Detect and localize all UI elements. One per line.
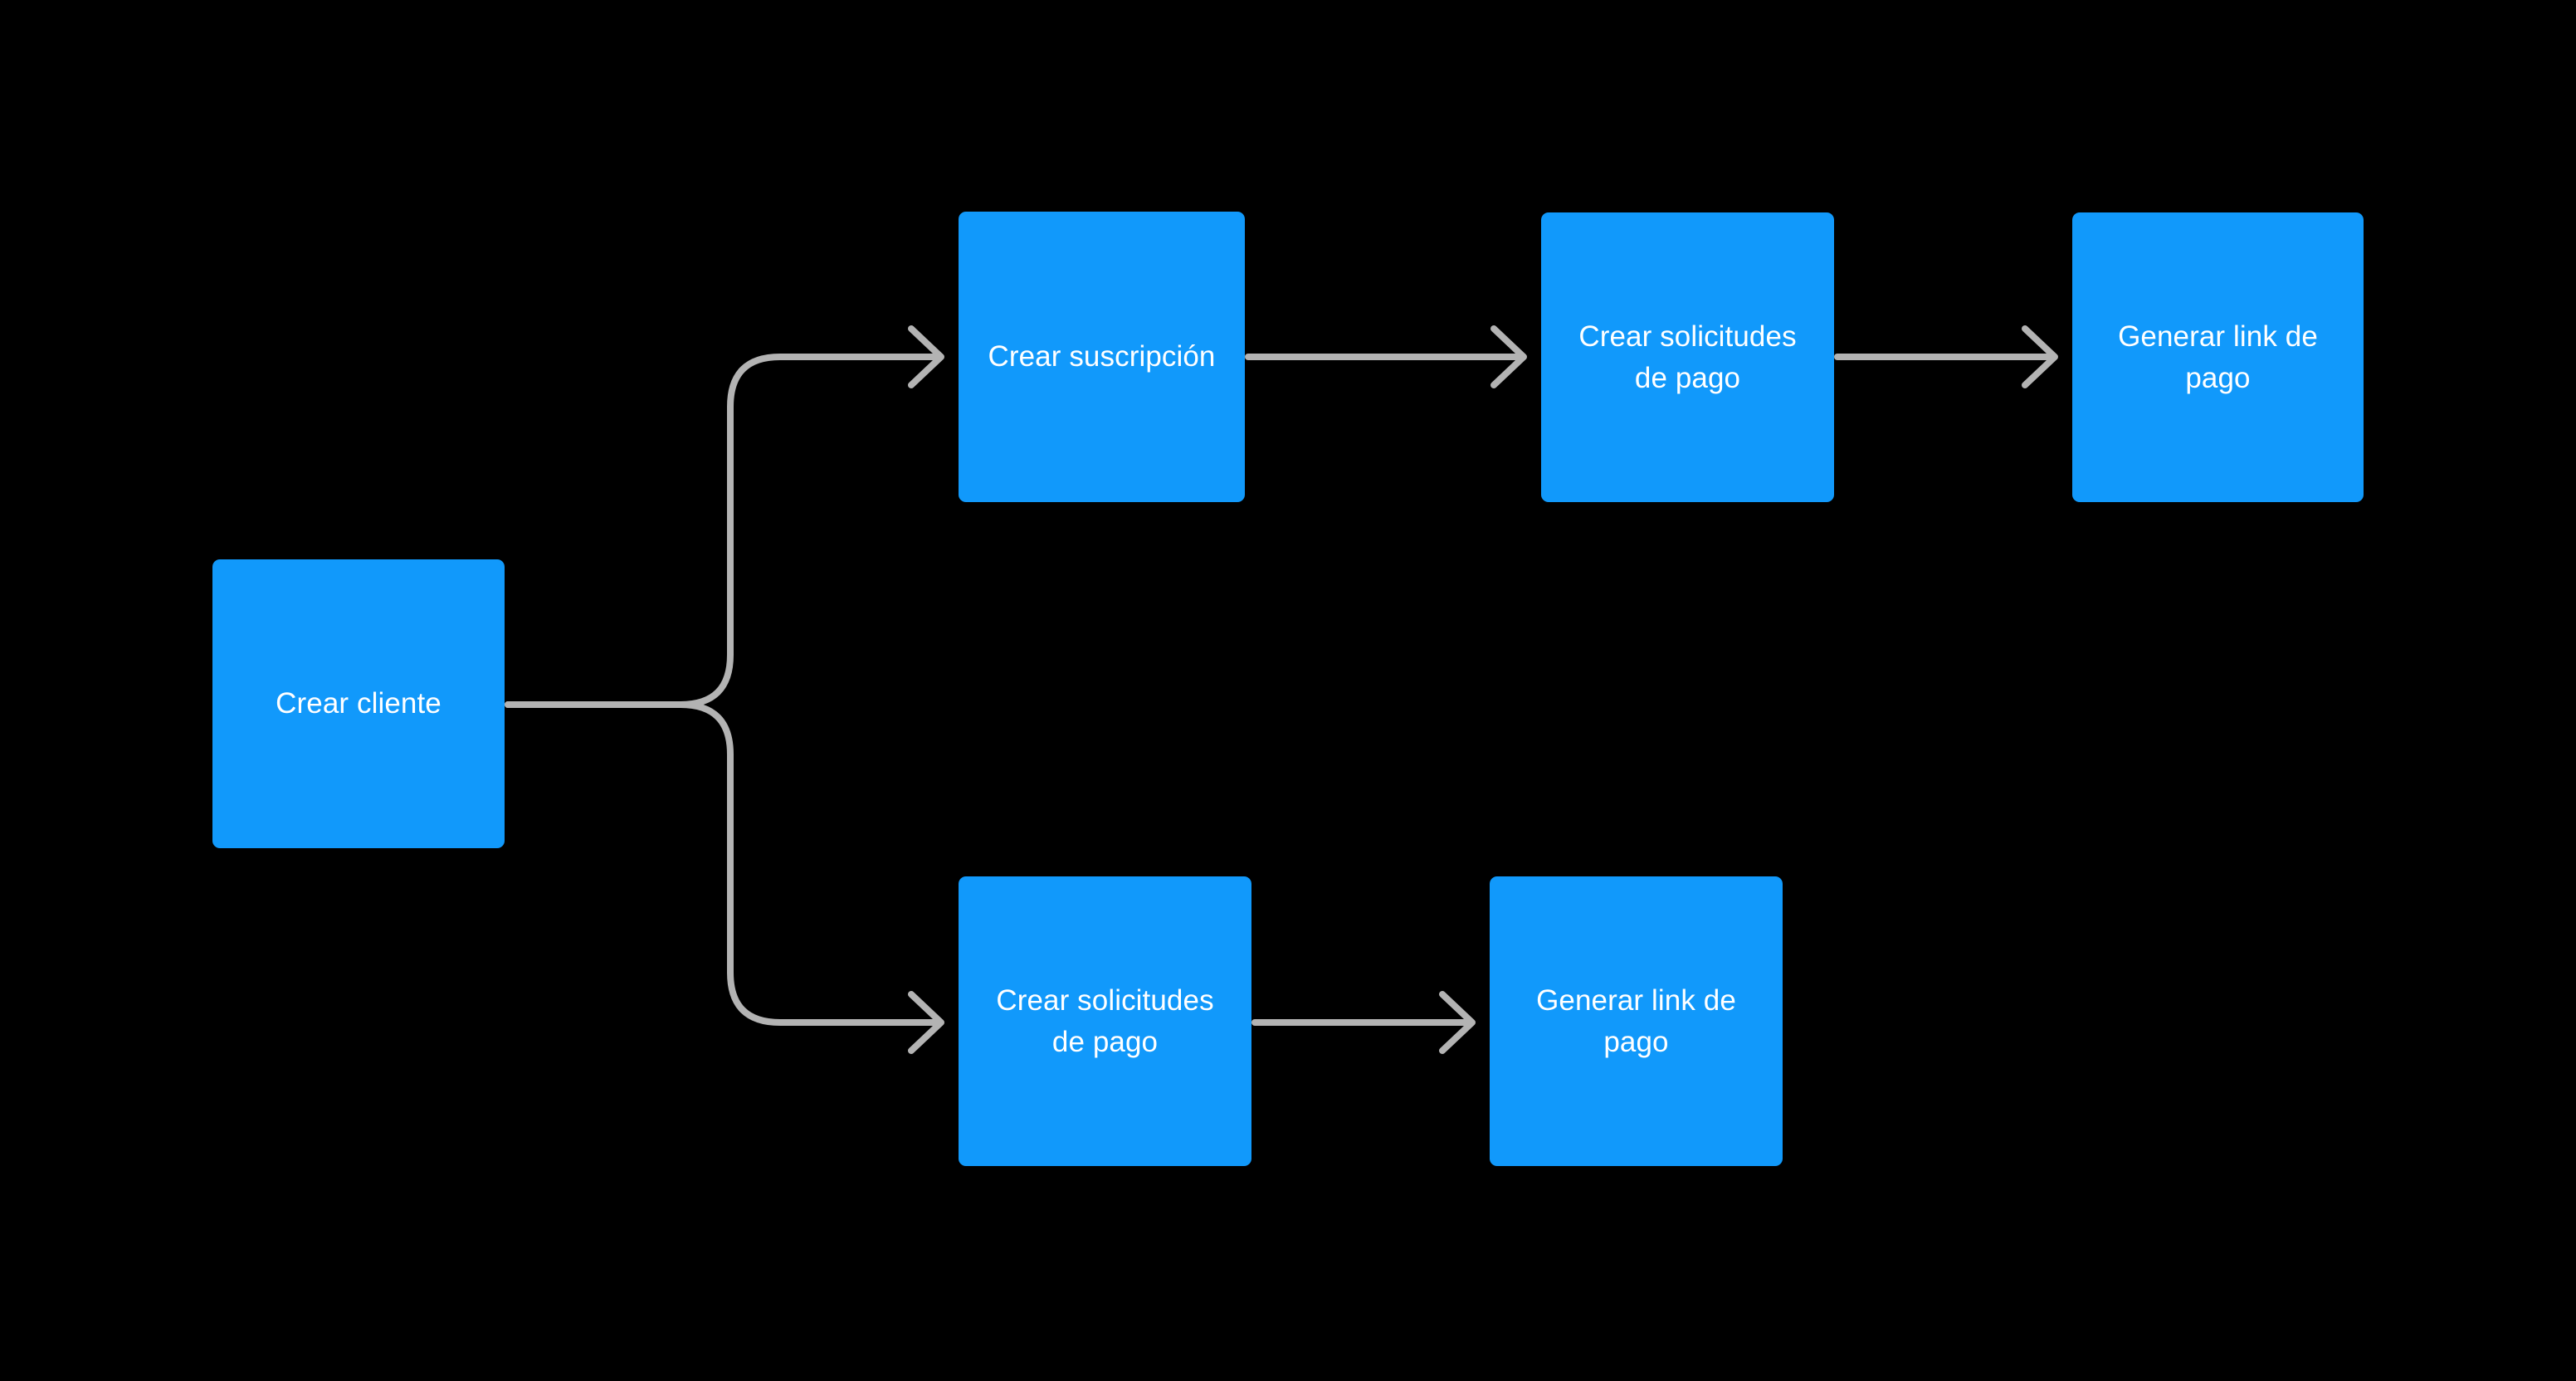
node-label-generar-link-de-pago-top: Generar link de pago: [2118, 320, 2318, 394]
node-crear-solicitudes-de-pago-top[interactable]: Crear solicitudes de pago: [1541, 212, 1834, 502]
node-label-generar-link-de-pago-bottom: Generar link de pago: [1536, 983, 1736, 1058]
node-crear-cliente[interactable]: Crear cliente: [212, 559, 505, 848]
node-label-crear-suscripcion: Crear suscripción: [988, 340, 1216, 373]
edge-solicitudes-top-to-link-top: [1834, 325, 2058, 388]
node-label-crear-solicitudes-de-pago-top: Crear solicitudes de pago: [1578, 320, 1797, 394]
edge-solicitudes-bottom-to-link-bottom: [1251, 991, 1476, 1054]
node-crear-suscripcion[interactable]: Crear suscripción: [959, 212, 1245, 502]
node-label-crear-solicitudes-de-pago-bottom: Crear solicitudes de pago: [996, 983, 1214, 1058]
node-crear-solicitudes-de-pago-bottom[interactable]: Crear solicitudes de pago: [959, 876, 1251, 1166]
edge-cliente-to-suscripcion: [505, 325, 944, 708]
node-generar-link-de-pago-top[interactable]: Generar link de pago: [2072, 212, 2364, 502]
node-label-crear-cliente: Crear cliente: [276, 687, 442, 720]
node-generar-link-de-pago-bottom[interactable]: Generar link de pago: [1490, 876, 1783, 1166]
edge-suscripcion-to-solicitudes-top: [1245, 325, 1527, 388]
edge-cliente-to-solicitudes-bottom: [505, 701, 944, 1054]
